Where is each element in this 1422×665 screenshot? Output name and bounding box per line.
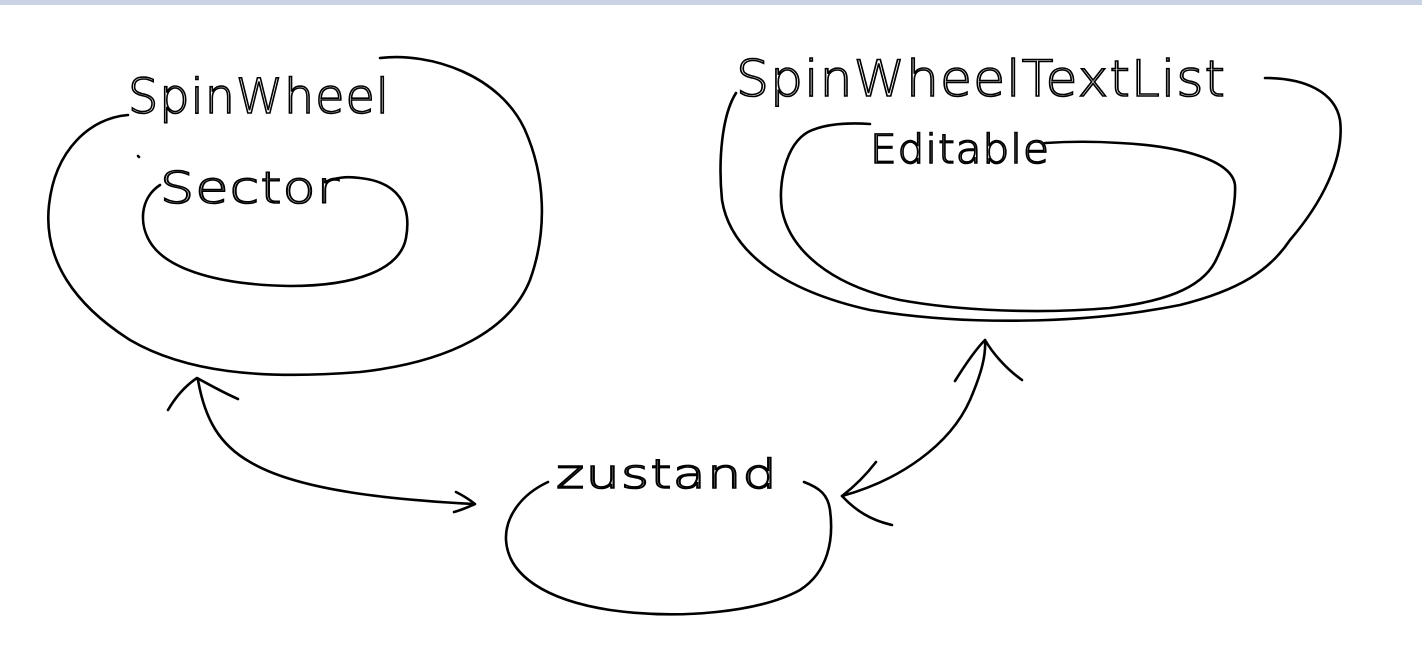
top-border [0, 0, 1422, 5]
spin-wheel-outline [46, 55, 544, 377]
arrowhead-spin-wheel-text-list [953, 338, 1024, 383]
label-editable: Editable [870, 127, 1050, 173]
zustand-outline [504, 480, 833, 616]
label-spin-wheel-text-list: SpinWheelTextList [736, 50, 1226, 108]
label-sector: Sector [160, 163, 340, 214]
arrowhead-spin-wheel [166, 376, 240, 412]
label-spin-wheel: SpinWheel [128, 69, 390, 125]
arrowhead-zustand-right [840, 460, 894, 527]
editable-outline [779, 122, 1237, 313]
sector-outline [141, 175, 409, 288]
label-zustand: zustand [556, 452, 778, 498]
stray-dot [136, 154, 141, 159]
arrowhead-zustand-left [452, 490, 477, 514]
arrow-spin-wheel-zustand [196, 378, 476, 506]
arrow-zustand-spin-wheel-text-list [840, 338, 987, 498]
spin-wheel-text-list-outline [719, 76, 1342, 322]
